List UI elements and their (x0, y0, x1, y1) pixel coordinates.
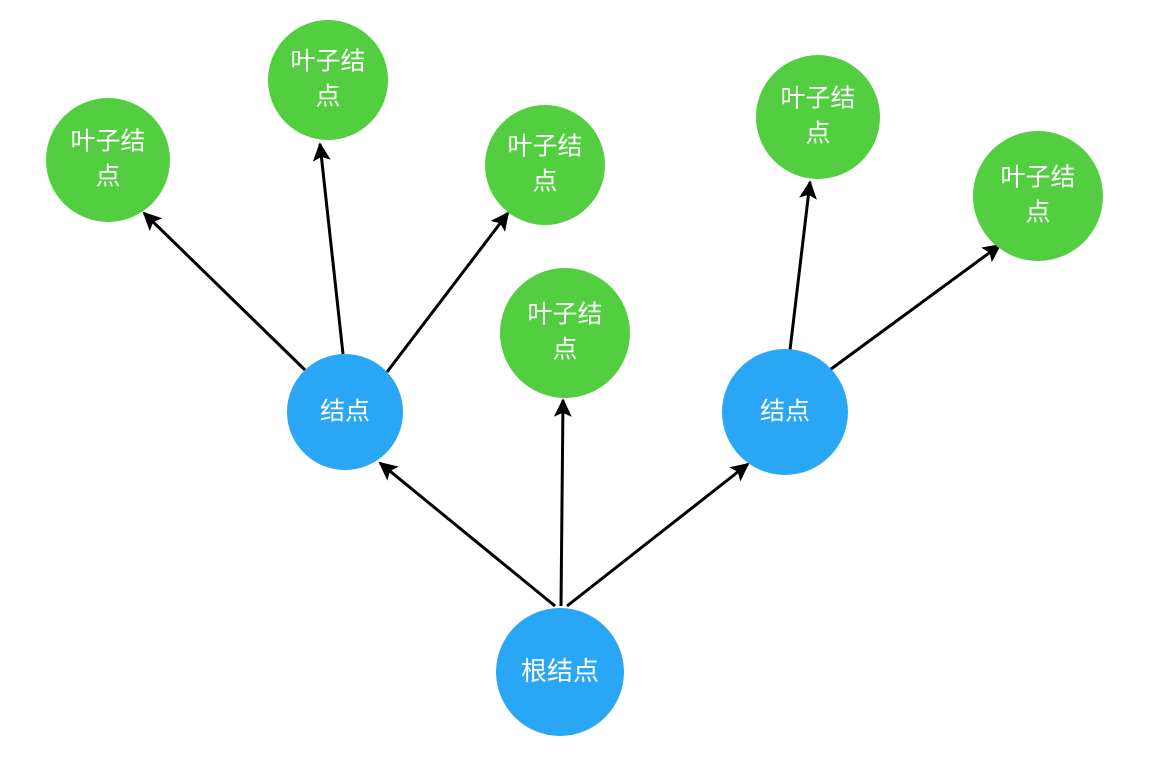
nodes-layer: 叶子结点叶子结点叶子结点叶子结点叶子结点叶子结点结点结点根结点 (46, 20, 1103, 736)
edge-nodeL-leaf2 (312, 142, 345, 355)
edge-nodeL-leaf3 (385, 211, 510, 373)
node-circle-leaf2[interactable] (268, 20, 388, 140)
node-circle-leaf1[interactable] (46, 98, 170, 222)
node-root[interactable]: 根结点 (496, 608, 624, 736)
node-circle-leaf3[interactable] (485, 105, 605, 225)
edge-root-nodeR (566, 462, 750, 608)
edge-root-nodeL (378, 461, 556, 608)
node-circle-nodeL[interactable] (287, 354, 403, 470)
node-circle-leaf4[interactable] (500, 268, 630, 398)
edge-root-leaf4 (553, 398, 572, 607)
edge-nodeR-leaf6 (826, 243, 1002, 374)
edges-layer (142, 142, 1002, 608)
node-circle-nodeR[interactable] (722, 349, 848, 475)
node-circle-leaf5[interactable] (756, 55, 880, 179)
edge-nodeR-leaf5 (788, 180, 817, 351)
node-nodeR[interactable]: 结点 (722, 349, 848, 475)
edge-nodeL-leaf1 (142, 211, 307, 372)
node-circle-leaf6[interactable] (973, 131, 1103, 261)
node-circle-root[interactable] (496, 608, 624, 736)
node-nodeL[interactable]: 结点 (287, 354, 403, 470)
